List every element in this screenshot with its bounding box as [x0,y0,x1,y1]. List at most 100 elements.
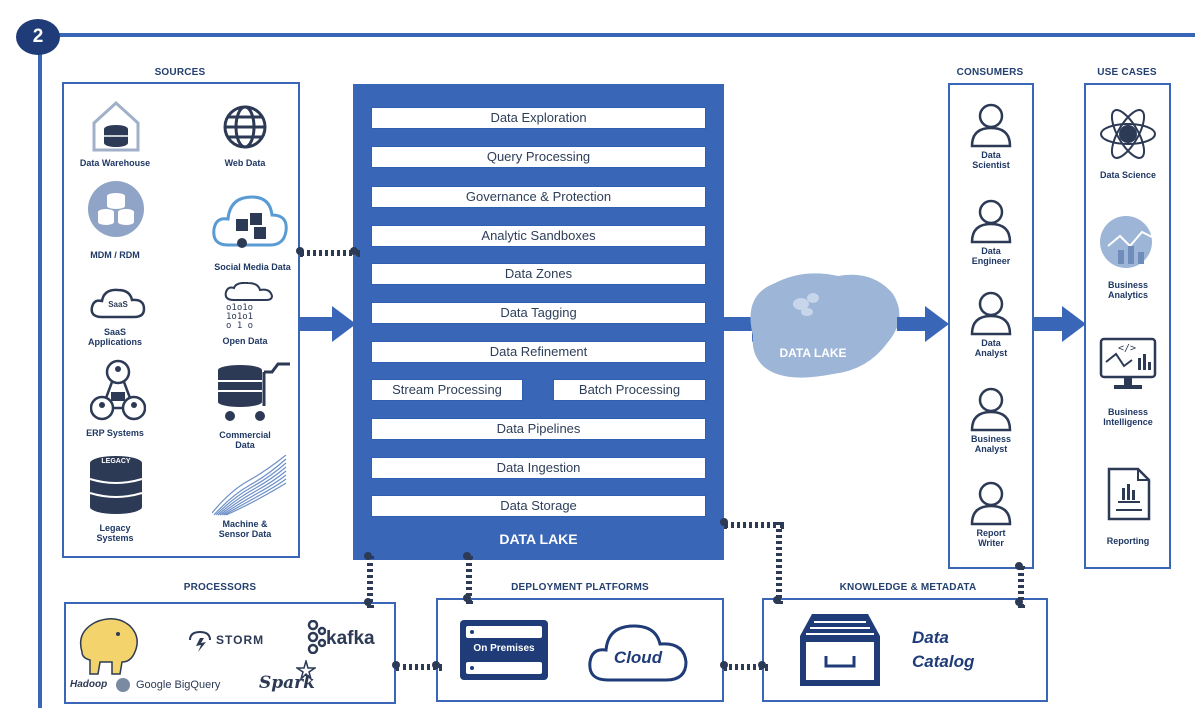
arrow-sources-to-stack [300,306,356,342]
layer-stream-processing: Stream Processing [371,379,523,401]
usecase-label-reporting: Reporting [1106,536,1150,546]
globe-icon [223,105,267,149]
open-data-cloud-icon: o1o1o 1o1o1 o 1 o [224,282,274,331]
erp-network-icon [90,359,146,421]
warehouse-icon [92,100,140,152]
arrow-consumers-to-usecases [1034,306,1086,342]
wave-icon [212,455,287,516]
catalog-drawer-icon [800,614,880,686]
layer-data-storage: Data Storage [371,495,706,517]
arrow-lake-to-consumers [897,306,949,342]
kafka-icon [307,620,326,654]
atom-icon [1100,109,1156,159]
layer-data-tagging: Data Tagging [371,302,706,324]
server-icon [460,620,548,680]
source-label-web: Web Data [224,158,266,168]
storm-icon [189,630,211,652]
outer-frame-left [38,33,42,708]
legacy-badge: LEGACY [101,458,131,465]
person-icon [970,103,1012,148]
layer-analytic-sandboxes: Analytic Sandboxes [371,225,706,247]
node-h [773,596,781,604]
source-label-warehouse: Data Warehouse [79,158,151,168]
consumers-header: CONSUMERS [956,67,1024,78]
consumers-panel [948,83,1034,569]
sources-header: SOURCES [154,67,206,78]
source-label-social: Social Media Data [214,262,291,272]
source-label-erp: ERP Systems [86,428,144,438]
source-label-machine: Machine &Sensor Data [218,519,272,539]
layer-data-exploration: Data Exploration [371,107,706,129]
spark-star-icon [296,660,316,680]
node-n [758,661,766,669]
node-f [463,594,471,602]
node-j [1015,598,1023,606]
kafka-label: kafka [326,628,375,649]
svg-text:1o1o1: 1o1o1 [226,312,253,322]
bigquery-label: Google BigQuery [136,679,221,691]
lake-shape [750,273,900,378]
analytics-icon [1100,216,1155,268]
report-icon [1107,467,1151,521]
knowledge-header: KNOWLEDGE & METADATA [839,582,977,593]
data-lake-stack-title: DATA LAKE [499,531,578,547]
saas-badge: SaaS [108,300,128,309]
source-label-open: Open Data [222,336,268,346]
cart-icon [218,362,290,421]
layer-data-pipelines: Data Pipelines [371,418,706,440]
node-d [364,598,372,606]
social-cloud-icon [212,195,288,248]
step-badge: 2 [16,19,60,55]
node-k [392,661,400,669]
lake-label: DATA LAKE [779,346,847,360]
node-e [463,552,471,560]
deployment-header: DEPLOYMENT PLATFORMS [511,582,649,593]
node-i [1015,562,1023,570]
usecases-header: USE CASES [1097,67,1157,78]
node-l [432,661,440,669]
svg-text:</>: </> [1118,343,1136,354]
cloud-icon [588,624,688,682]
connector-stack-knowledge-h [724,522,784,528]
database-circle-icon [88,181,144,237]
monitor-chart-icon: </> [1099,337,1157,389]
person-icon [970,387,1012,432]
node-g [720,518,728,526]
usecase-label-data-science: Data Science [1099,170,1157,180]
svg-text:o1o1o: o1o1o [226,303,253,313]
node-a [296,247,304,255]
legacy-db-icon [89,456,143,514]
layer-batch-processing: Batch Processing [553,379,706,401]
person-icon [970,291,1012,336]
processors-header: PROCESSORS [183,582,257,593]
layer-data-ingestion: Data Ingestion [371,457,706,479]
outer-frame-top [38,33,1195,37]
layer-data-zones: Data Zones [371,263,706,285]
cloud-label: Cloud [613,648,663,667]
storm-label: STORM [216,633,265,647]
connector-stack-knowledge-v [776,522,782,604]
node-c [364,552,372,560]
layer-query-processing: Query Processing [371,146,706,168]
person-icon [970,199,1012,244]
source-label-mdm: MDM / RDM [90,250,140,260]
node-b [350,247,358,255]
on-premises-label: On Premises [473,643,535,654]
hadoop-label: Hadoop [70,679,108,690]
layer-data-refinement: Data Refinement [371,341,706,363]
node-m [720,661,728,669]
person-icon [970,481,1012,526]
svg-text:o 1 o: o 1 o [226,321,253,331]
bigquery-icon [116,678,130,692]
